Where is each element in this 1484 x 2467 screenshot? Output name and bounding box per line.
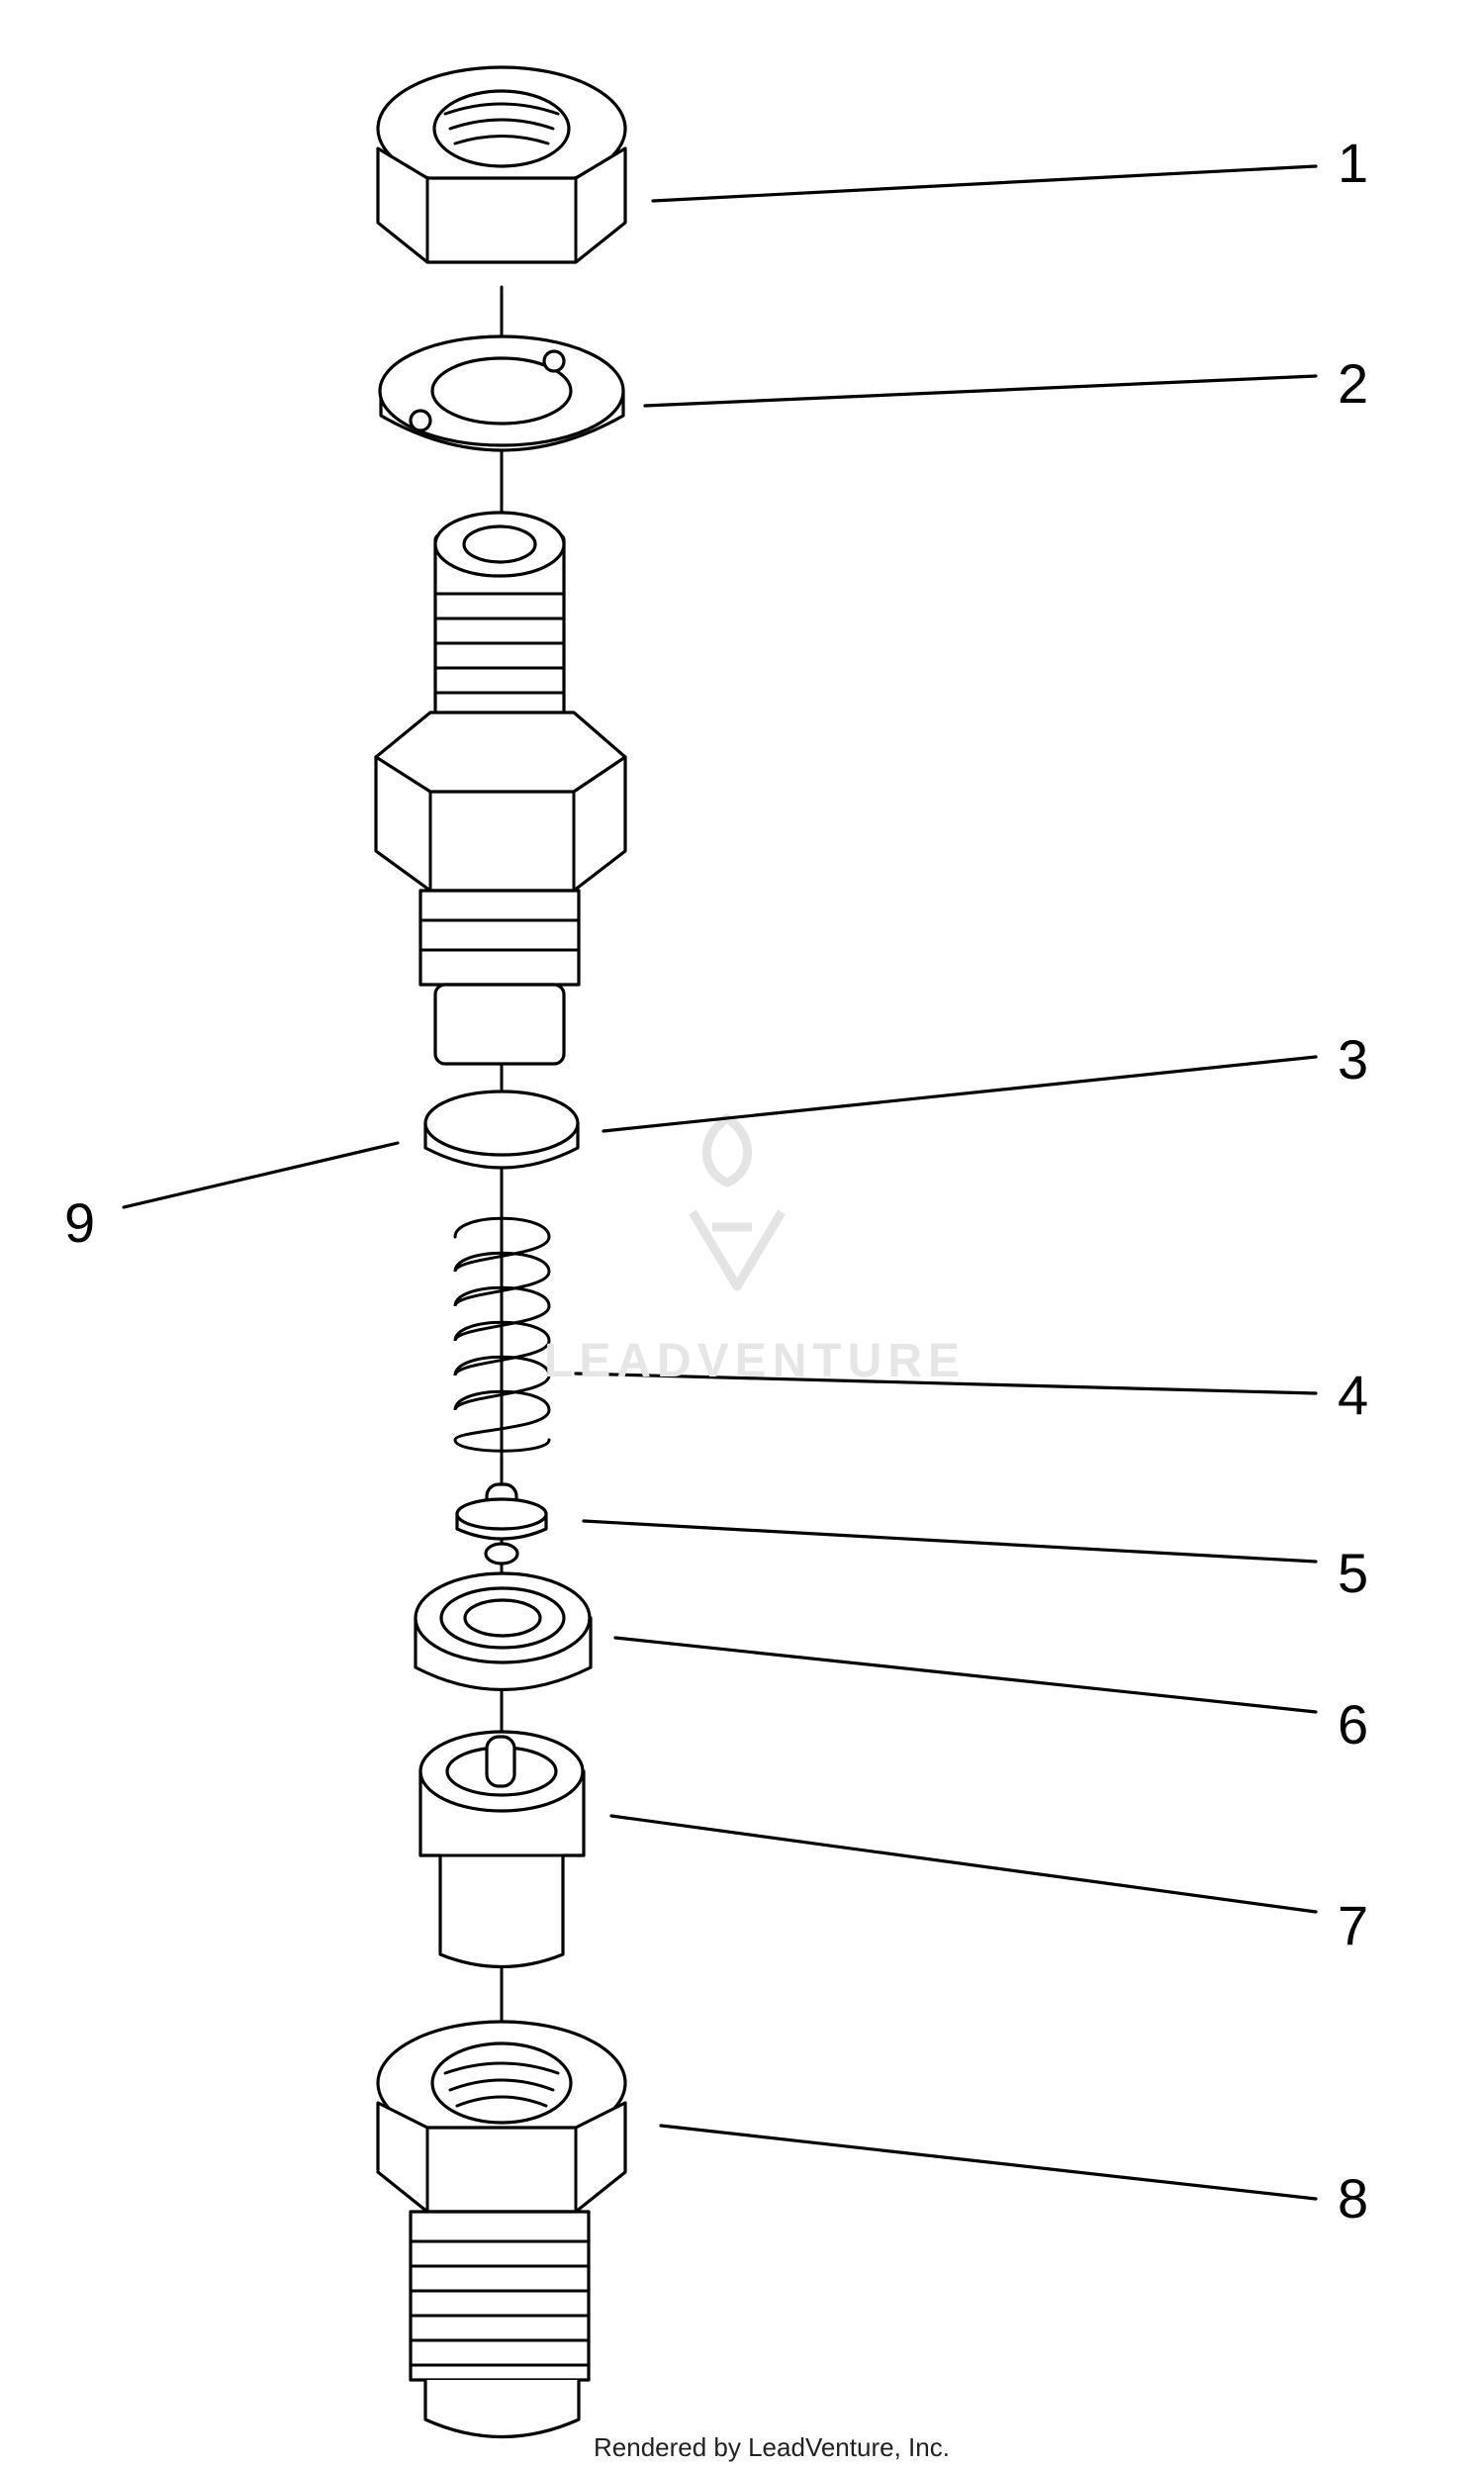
- part-2-washer: [378, 334, 625, 452]
- leader-line-1: [651, 164, 1318, 203]
- callout-1: 1: [1338, 132, 1369, 194]
- callout-9: 9: [64, 1191, 96, 1254]
- part-3-seal-disc: [423, 1090, 580, 1170]
- part-4-spring: [453, 1216, 551, 1453]
- callout-5: 5: [1338, 1542, 1369, 1604]
- callout-4: 4: [1338, 1364, 1369, 1426]
- leader-line-5: [582, 1519, 1318, 1564]
- leader-line-7: [609, 1814, 1318, 1914]
- part-6-valve-seat: [414, 1571, 593, 1692]
- watermark-text: LEADVENTURE: [544, 1335, 967, 1387]
- part-8-hex-fitting: [376, 2020, 627, 2438]
- leader-line-6: [613, 1636, 1318, 1714]
- leader-line-4: [574, 1372, 1318, 1395]
- part-7-plunger: [418, 1730, 586, 1969]
- leader-line-2: [643, 374, 1318, 408]
- leader-line-8: [659, 2124, 1318, 2201]
- part-valve-body: [374, 511, 627, 1066]
- callout-3: 3: [1338, 1028, 1369, 1091]
- part-5-valve-pin: [455, 1482, 548, 1566]
- callout-2: 2: [1338, 352, 1369, 415]
- callout-7: 7: [1338, 1894, 1369, 1956]
- leader-line-9: [122, 1141, 400, 1209]
- callout-6: 6: [1338, 1693, 1369, 1755]
- watermark-logo: [689, 1113, 786, 1291]
- leader-lines: [122, 164, 1318, 2201]
- callout-8: 8: [1338, 2167, 1369, 2230]
- footer-credit: Rendered by LeadVenture, Inc.: [594, 2432, 950, 2462]
- leader-line-3: [602, 1055, 1318, 1133]
- part-1-hex-nut: [376, 65, 627, 264]
